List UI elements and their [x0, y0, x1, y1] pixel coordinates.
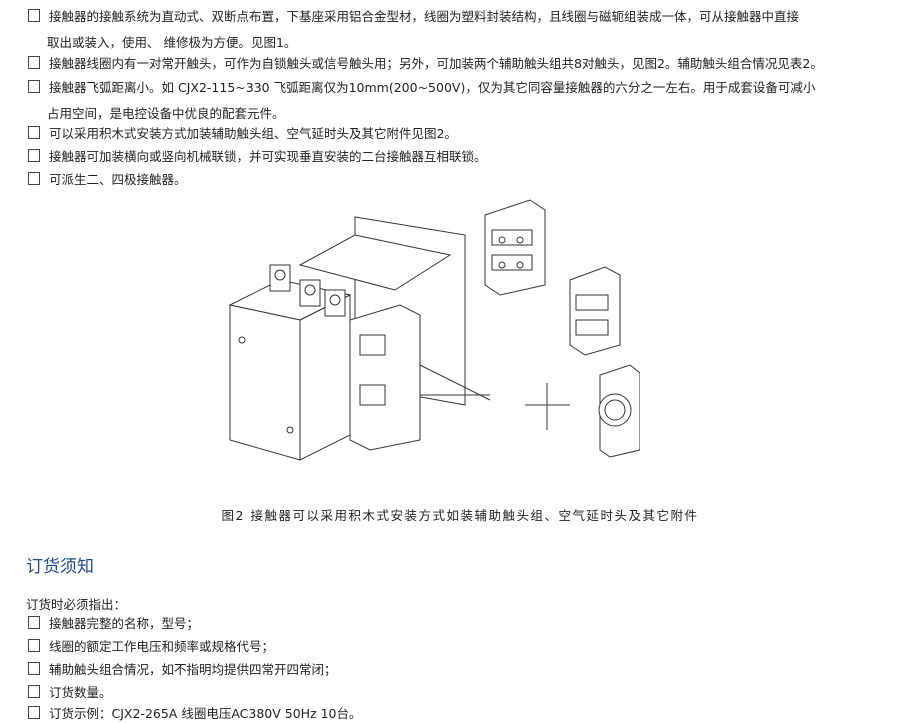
ordering-item-text: 辅助触头组合情况，如不指明均提供四常开四常闭； [49, 662, 337, 677]
ordering-item: 订货数量。 [28, 685, 112, 701]
feature-item: 接触器可加装横向或竖向机械联锁，并可实现垂直安装的二台接触器互相联锁。 [28, 149, 487, 165]
ordering-item-text: 线圈的额定工作电压和频率或规格代号； [49, 639, 275, 654]
air-delay-head [598, 364, 640, 458]
checkbox-icon [28, 616, 40, 629]
feature-text: 接触器可加装横向或竖向机械联锁，并可实现垂直安装的二台接触器互相联锁。 [49, 149, 487, 164]
checkbox-icon [28, 706, 40, 719]
figure-caption: 图2 接触器可以采用积木式安装方式如装辅助触头组、空气延时头及其它附件 [221, 508, 699, 523]
ordering-item: 辅助触头组合情况，如不指明均提供四常开四常闭； [28, 662, 337, 678]
ordering-item-text: 接触器完整的名称，型号； [49, 616, 200, 631]
feature-text: 可派生二、四极接触器。 [49, 172, 187, 187]
feature-text-continued: 占用空间，是电控设备中优良的配套元件。 [47, 106, 285, 121]
auxiliary-contact-block-4 [484, 199, 546, 296]
feature-item: 可以采用积木式安装方式加装辅助触头组、空气延时头及其它附件见图2。 [28, 126, 457, 142]
contactor-accessories-figure [228, 199, 640, 461]
auxiliary-contact-block-2 [569, 266, 621, 356]
feature-item: 可派生二、四极接触器。 [28, 172, 187, 188]
checkbox-icon [28, 9, 40, 22]
plus-icon [525, 383, 570, 430]
ordering-item: 接触器完整的名称，型号； [28, 616, 199, 632]
feature-text: 接触器飞弧距离小。如 CJX2-115~330 飞弧距离仅为10mm(200~5… [49, 80, 816, 95]
checkbox-icon [28, 80, 40, 93]
checkbox-icon [28, 639, 40, 652]
checkbox-icon [28, 685, 40, 698]
checkbox-icon [28, 56, 40, 69]
feature-item: 接触器的接触系统为直动式、双断点布置，下基座采用铝合金型材，线圈为塑料封装结构，… [28, 9, 799, 25]
checkbox-icon [28, 149, 40, 162]
ordering-item: 订货示例：CJX2-265A 线圈电压AC380V 50Hz 10台。 [28, 706, 362, 722]
feature-item: 接触器飞弧距离小。如 CJX2-115~330 飞弧距离仅为10mm(200~5… [28, 80, 815, 96]
feature-text: 可以采用积木式安装方式加装辅助触头组、空气延时头及其它附件见图2。 [49, 126, 457, 141]
feature-item: 接触器线圈内有一对常开触头，可作为自锁触头或信号触头用；另外，可加装两个辅助触头… [28, 56, 823, 72]
ordering-intro: 订货时必须指出： [26, 597, 127, 612]
feature-text-continued: 取出或装入，使用、 维修极为方便。见图1。 [47, 35, 297, 50]
section-heading-ordering: 订货须知 [26, 557, 94, 577]
checkbox-icon [28, 662, 40, 675]
feature-text: 接触器的接触系统为直动式、双断点布置，下基座采用铝合金型材，线圈为塑料封装结构，… [49, 9, 800, 24]
checkbox-icon [28, 172, 40, 185]
contactor-drawing [228, 216, 491, 461]
checkbox-icon [28, 126, 40, 139]
ordering-item-text: 订货示例：CJX2-265A 线圈电压AC380V 50Hz 10台。 [49, 706, 362, 721]
ordering-item: 线圈的额定工作电压和频率或规格代号； [28, 639, 274, 655]
feature-text: 接触器线圈内有一对常开触头，可作为自锁触头或信号触头用；另外，可加装两个辅助触头… [49, 56, 823, 71]
ordering-item-text: 订货数量。 [49, 685, 112, 700]
